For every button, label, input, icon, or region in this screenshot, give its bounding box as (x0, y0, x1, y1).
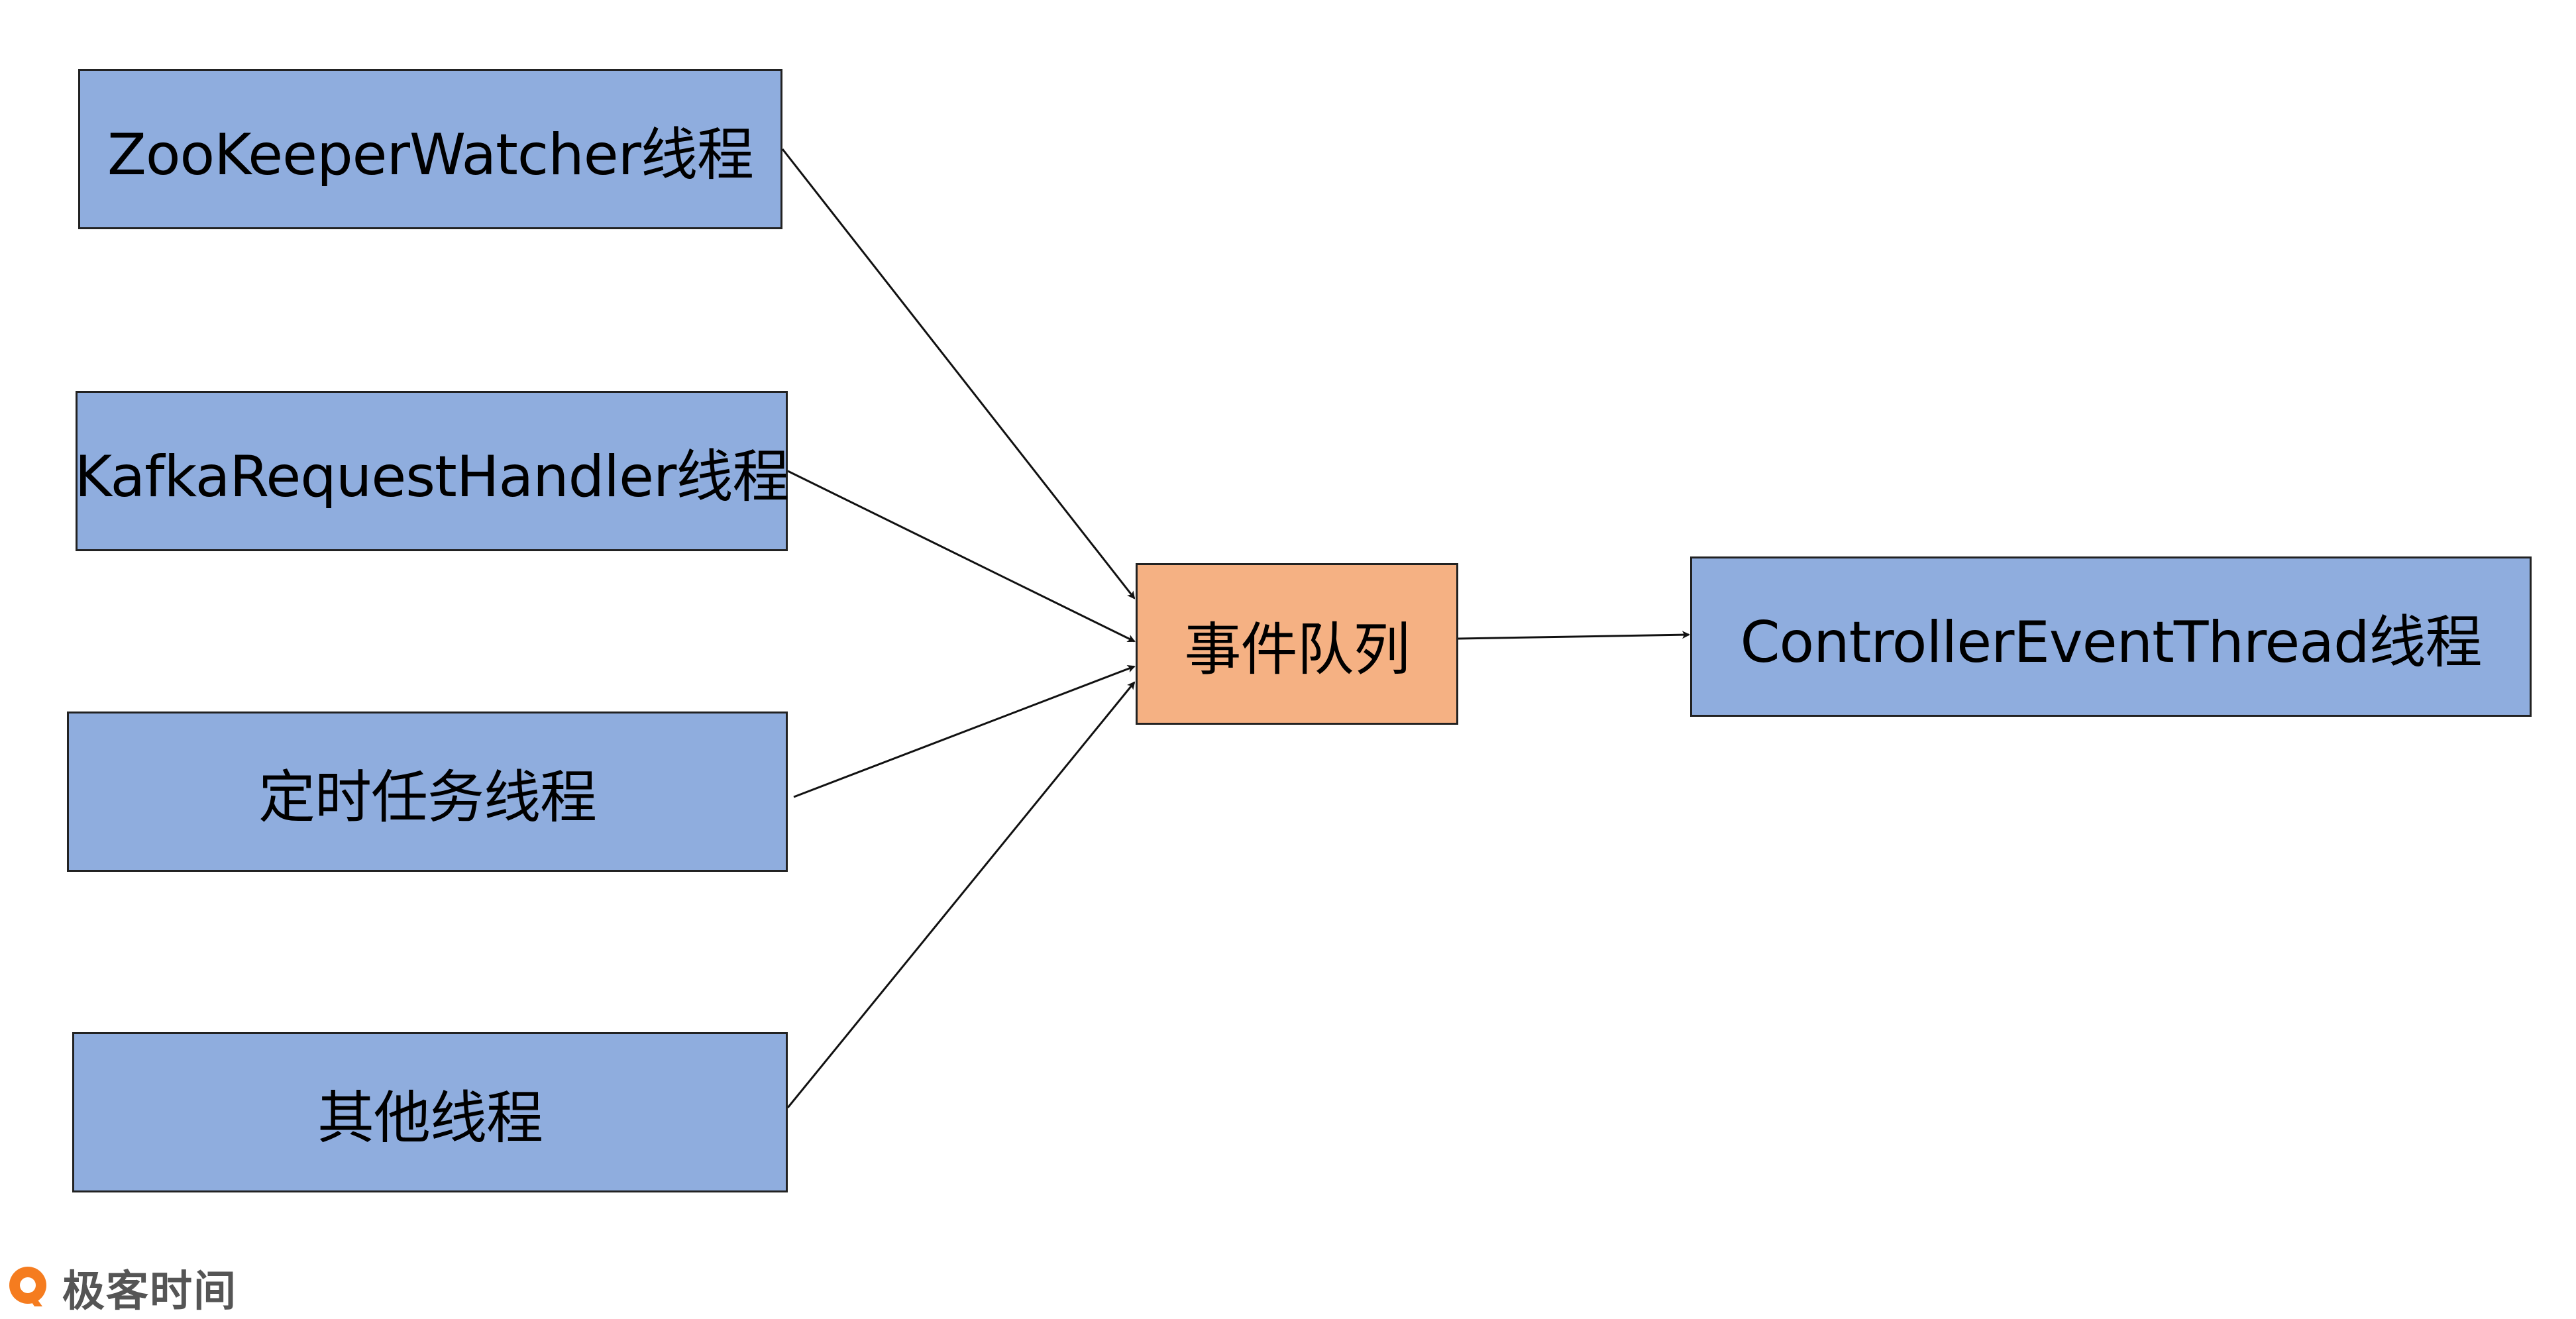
scheduled-task-thread-label: 定时任务线程 (258, 764, 597, 831)
arrow-queue-to-controllereventthread (1458, 631, 1690, 640)
watermark: 极客时间 (3, 1261, 237, 1316)
other-threads-label: 其他线程 (317, 1084, 543, 1151)
event-queue-label: 事件队列 (1184, 616, 1411, 683)
geektime-logo-icon (3, 1263, 53, 1313)
controller-event-thread-box: ControllerEventThread线程 (1690, 556, 2532, 717)
kafka-request-handler-thread-box: KafkaRequestHandler线程 (74, 391, 790, 551)
scheduled-task-thread-box: 定时任务线程 (67, 712, 788, 872)
controller-event-thread-label: ControllerEventThread线程 (1740, 609, 2482, 676)
arrow-kafkarequesthandler-to-queue (787, 470, 1136, 643)
kafka-request-handler-thread-label: KafkaRequestHandler线程 (74, 443, 790, 510)
arrow-timer-to-queue (793, 664, 1136, 798)
other-threads-box: 其他线程 (72, 1032, 788, 1192)
arrow-zookeeper-to-queue (781, 148, 1136, 600)
arrow-other-to-queue (786, 681, 1136, 1108)
zookeeper-watcher-thread-box: ZooKeeperWatcher线程 (78, 69, 782, 229)
zookeeper-watcher-thread-label: ZooKeeperWatcher线程 (107, 121, 754, 188)
watermark-text: 极客时间 (62, 1267, 237, 1316)
event-queue-box: 事件队列 (1136, 563, 1458, 725)
